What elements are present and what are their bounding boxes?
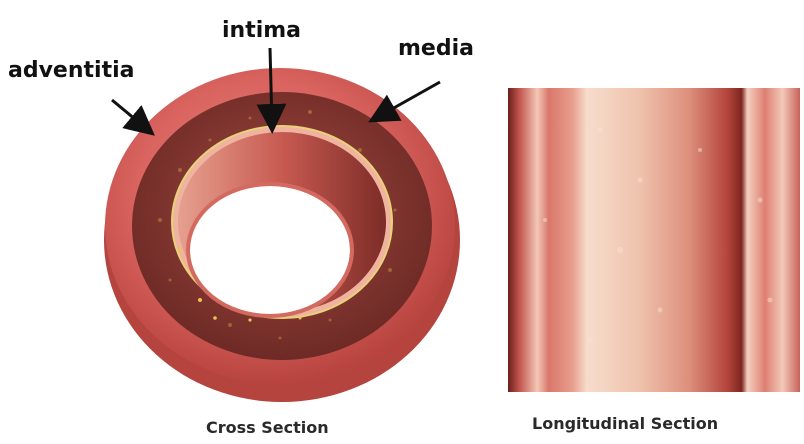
cross-section-vessel xyxy=(104,68,460,402)
adventitia-label: adventitia xyxy=(8,58,134,83)
intima-label: intima xyxy=(222,18,301,43)
adventitia-arrow xyxy=(112,100,148,130)
longitudinal-section-vessel xyxy=(508,88,800,392)
intima-arrow xyxy=(270,48,272,125)
media-label: media xyxy=(398,36,474,61)
longitudinal-section-image xyxy=(508,88,800,392)
longitudinal-section-caption: Longitudinal Section xyxy=(532,414,718,433)
cross-section-caption: Cross Section xyxy=(206,418,329,437)
media-arrow xyxy=(376,82,440,118)
lumen-opening xyxy=(190,186,350,314)
